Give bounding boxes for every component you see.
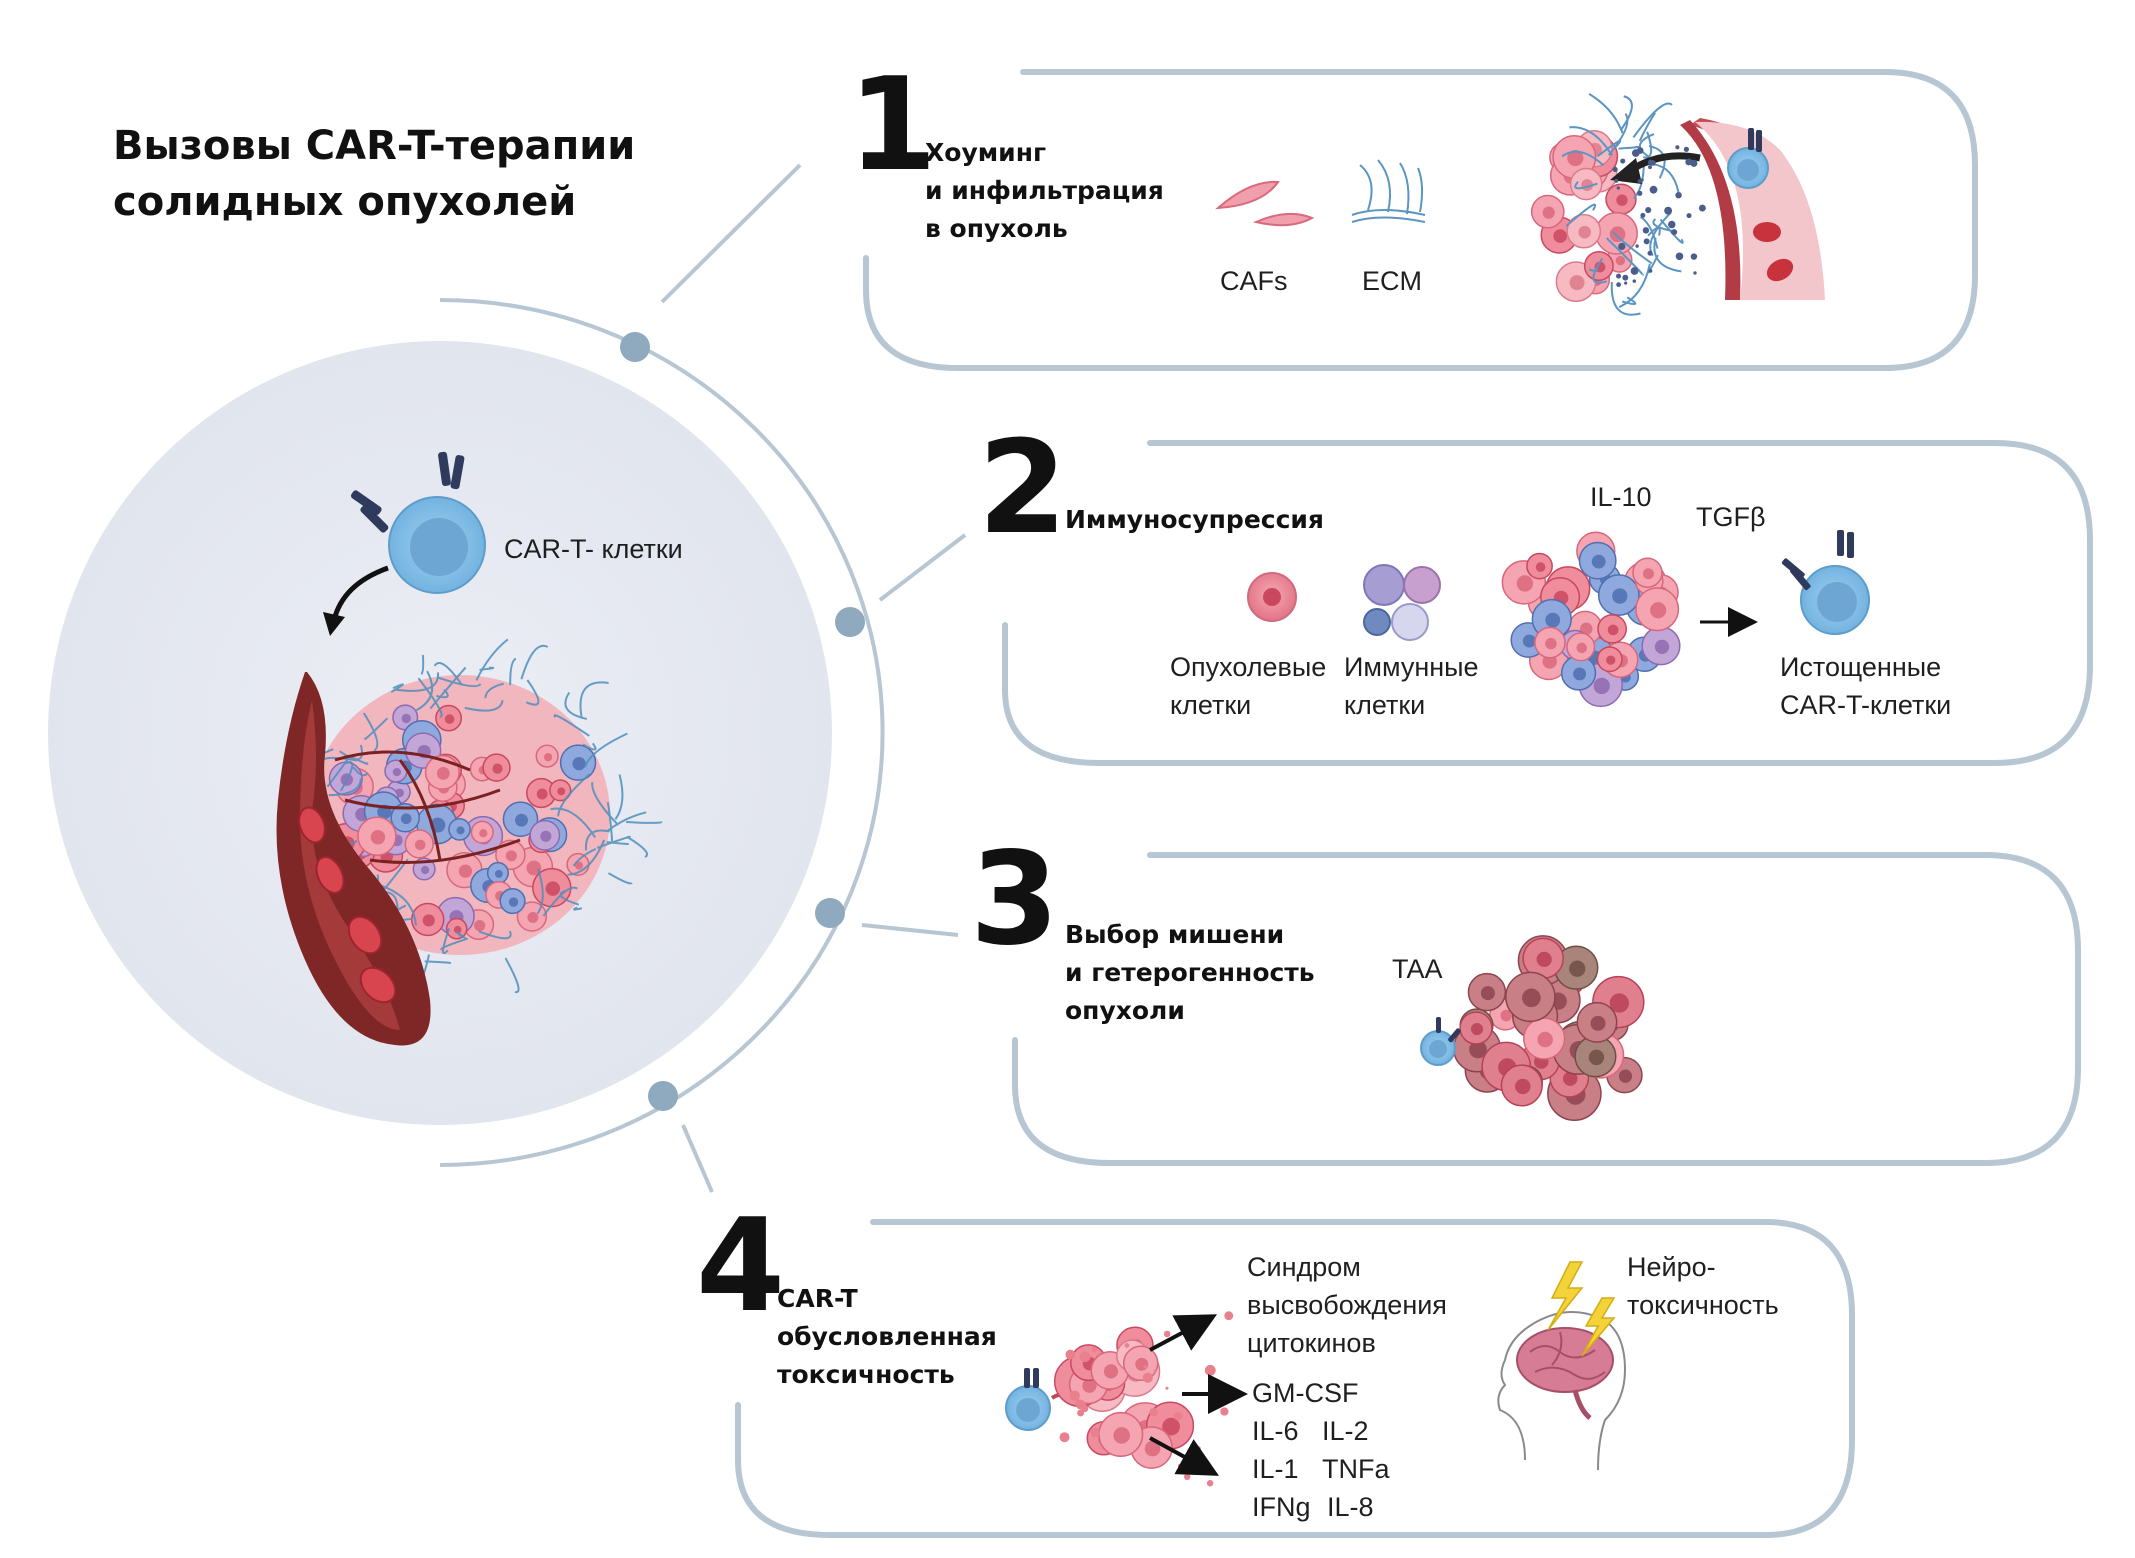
panel2-label-exhausted: Истощенные CAR-T-клетки — [1780, 652, 1952, 720]
panel4-label-il1: IL-1 — [1252, 1454, 1299, 1484]
panel4-label-il6: IL-6 — [1252, 1416, 1299, 1446]
panel1-cafs-illustration — [1215, 180, 1315, 227]
panel2-label-tgfb: TGFβ — [1696, 502, 1766, 532]
panel2-exhausted-car-t-cell — [1781, 530, 1870, 635]
panel4-label-tnfa: TNFa — [1322, 1454, 1390, 1484]
panel1-heading: Хоуминг и инфильтрация в опухоль — [925, 138, 1164, 243]
panel4-label-gmcsf: GM-CSF — [1252, 1378, 1359, 1408]
panel2-number: 2 — [978, 414, 1067, 563]
panel1-tumor-vessel-illustration — [1530, 93, 1825, 316]
arc-node-4 — [648, 1081, 678, 1111]
page-title-line-1: Вызовы CAR-T-терапии — [113, 123, 636, 169]
panel4-label-il8: IL-8 — [1327, 1492, 1374, 1522]
panel-frame-1 — [863, 69, 1978, 371]
page-title-line-2: солидных опухолей — [113, 179, 577, 225]
panel2-label-il10: IL-10 — [1590, 482, 1652, 512]
panel2-tumor-cluster — [1501, 531, 1681, 708]
outer-arc — [439, 298, 885, 1167]
connector-2 — [878, 533, 967, 602]
panel1-number: 1 — [848, 51, 937, 200]
panel4-number: 4 — [696, 1192, 785, 1341]
hub-car-t-cell — [350, 451, 486, 594]
panel-frame-4 — [735, 1219, 1855, 1538]
panel1-label-cafs: CAFs — [1220, 266, 1288, 296]
hub-cell-label: CAR-T- клетки — [504, 534, 683, 564]
connector-3 — [861, 923, 959, 937]
arc-node-3 — [815, 898, 845, 928]
panel2-immune-cells — [1363, 564, 1441, 641]
panel2-tumor-cell — [1247, 572, 1297, 622]
panel1-label-ecm: ECM — [1362, 266, 1422, 296]
panel4-label-ifng: IFNg — [1252, 1492, 1311, 1522]
connector-1 — [660, 163, 802, 304]
panel4-label-il2: IL-2 — [1322, 1416, 1369, 1446]
arc-node-2 — [835, 607, 865, 637]
arc-node-1 — [620, 332, 650, 362]
panel4-brain-head — [1497, 1310, 1627, 1471]
panel3-heading: Выбор мишени и гетерогенность опухоли — [1065, 920, 1315, 1025]
panel3-car-t-cell — [1420, 1017, 1461, 1066]
panel4-label-crs: Синдром высвобождения цитокинов — [1247, 1252, 1447, 1358]
panel2-heading: Иммуносупрессия — [1065, 505, 1324, 534]
panel4-heading: CAR-T обусловленная токсичность — [777, 1284, 997, 1389]
panel3-number: 3 — [970, 825, 1059, 974]
hub-tumor-mass — [290, 638, 663, 1001]
panel4-arrows — [1149, 1314, 1248, 1476]
panel4-car-t-cell — [1005, 1368, 1074, 1431]
panel2-label-immune: Иммунные клетки — [1344, 652, 1479, 720]
panel-frame-2 — [1002, 440, 2093, 766]
hub-blood-vessel — [276, 672, 521, 1046]
panel1-ecm-illustration — [1351, 159, 1426, 223]
panel4-label-neuro: Нейро- токсичность — [1627, 1252, 1779, 1320]
connector-4 — [681, 1124, 714, 1193]
panel3-label-taa: TAA — [1392, 954, 1443, 984]
panel3-heterogeneous-tumor — [1452, 935, 1645, 1121]
panel2-label-tumor: Опухолевые клетки — [1170, 652, 1327, 720]
panel4-lightning-icon — [1547, 1261, 1616, 1357]
panel4-tumor-cluster — [1053, 1326, 1195, 1469]
page-title: Вызовы CAR-T-терапии солидных опухолей — [113, 118, 635, 230]
panel-frame-3 — [1012, 852, 2081, 1166]
